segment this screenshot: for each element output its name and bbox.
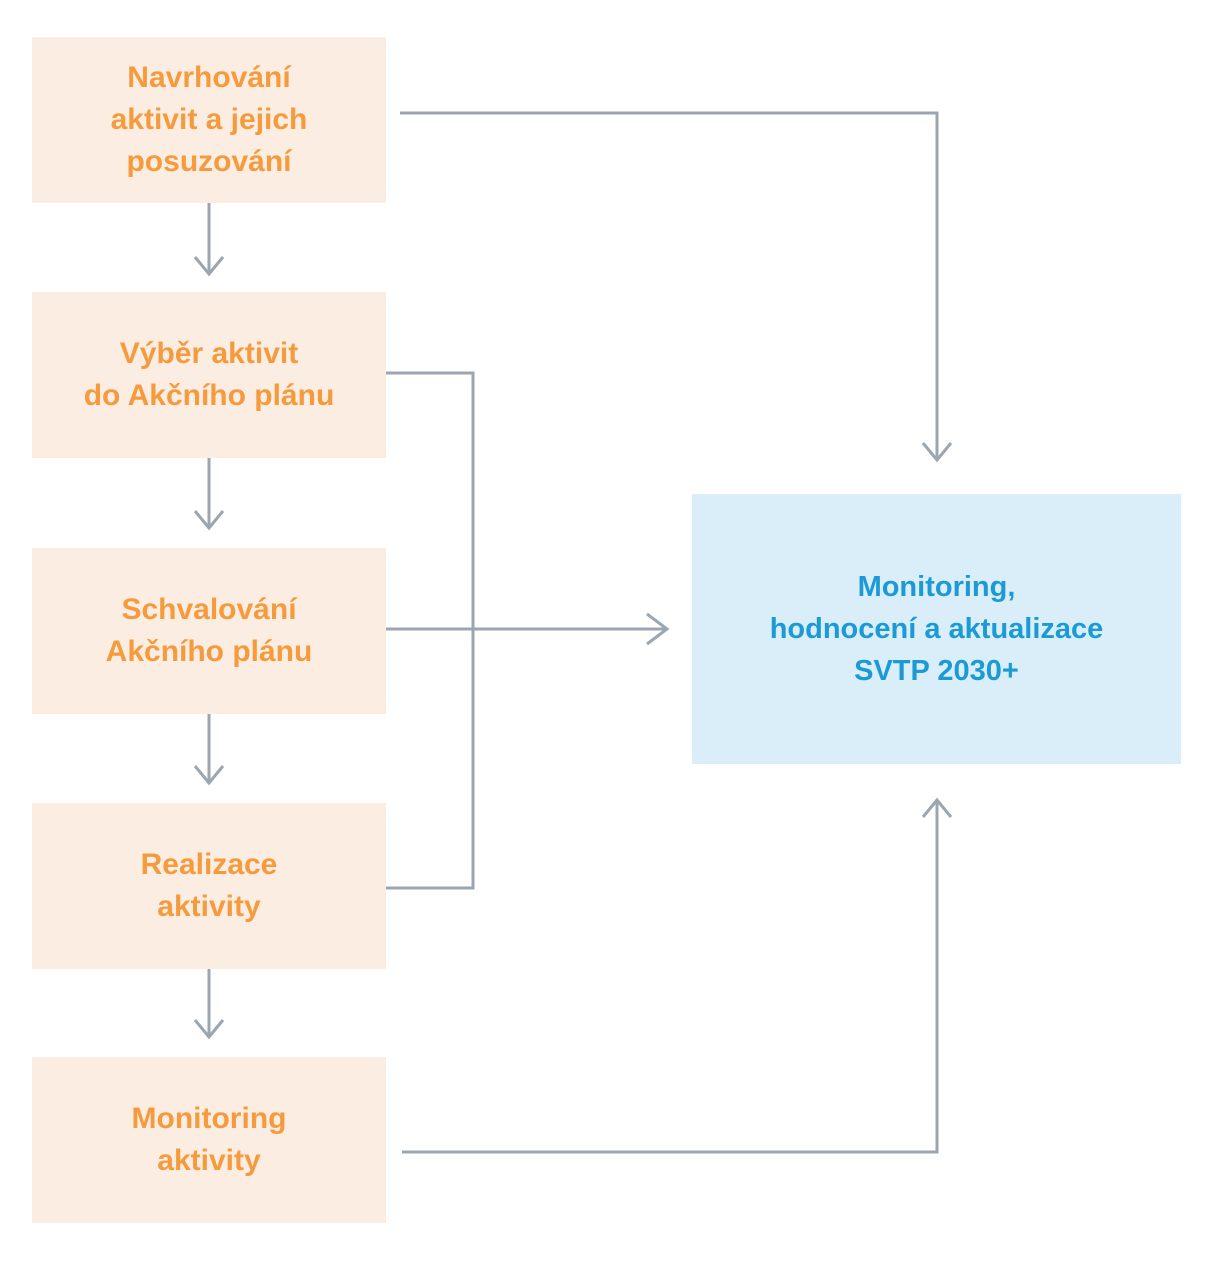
connector-step2-step4-spine xyxy=(386,371,475,890)
step-box-schvalovani: Schvalování Akčního plánu xyxy=(32,548,386,714)
arrow-step3-to-step4 xyxy=(193,713,225,786)
step-box-monitoring-aktivity: Monitoring aktivity xyxy=(32,1057,386,1223)
arrow-step4-to-step5 xyxy=(193,968,225,1040)
arrow-step5-to-result xyxy=(402,797,953,1154)
arrow-step1-to-result xyxy=(400,111,953,463)
step-label: Výběr aktivit do Akčního plánu xyxy=(83,337,335,412)
result-box-monitoring-svtp: Monitoring, hodnocení a aktualizace SVTP… xyxy=(692,494,1181,764)
arrow-step3-to-result xyxy=(386,612,670,646)
step-label: Realizace aktivity xyxy=(140,848,278,923)
arrow-step1-to-step2 xyxy=(193,203,225,277)
step-label: Monitoring aktivity xyxy=(131,1102,287,1177)
result-label: Monitoring, hodnocení a aktualizace SVTP… xyxy=(769,571,1104,687)
step-box-vyber-aktivit: Výběr aktivit do Akčního plánu xyxy=(32,292,386,458)
arrow-step2-to-step3 xyxy=(193,457,225,531)
step-label: Navrhování aktivit a jejich posuzování xyxy=(110,61,308,178)
step-box-realizace: Realizace aktivity xyxy=(32,803,386,969)
step-box-navrhovani: Navrhování aktivit a jejich posuzování xyxy=(32,37,386,203)
step-label: Schvalování Akčního plánu xyxy=(105,593,313,668)
